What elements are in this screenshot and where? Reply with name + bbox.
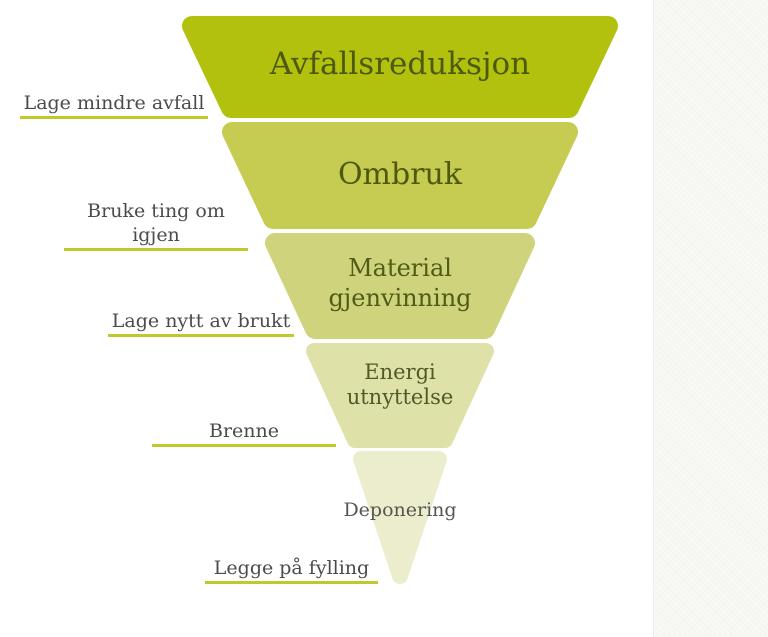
side-label-text: Lage mindre avfall xyxy=(23,92,205,114)
side-label-legge-pa-fylling: Legge på fylling xyxy=(205,556,378,584)
side-label-text: Bruke ting om igjen xyxy=(87,200,225,246)
funnel-segment-5-outline xyxy=(353,451,447,584)
funnel-segment-3-shape xyxy=(275,243,525,329)
funnel-segment-4-shape xyxy=(314,351,486,440)
side-label-text: Legge på fylling xyxy=(213,557,370,579)
funnel-segment-3-label: Material gjenvinning xyxy=(275,253,525,313)
funnel-segment-2-shape xyxy=(232,132,568,219)
funnel-segment-1-outline xyxy=(182,16,618,118)
funnel-segment-4-label-line2: utnyttelse xyxy=(346,385,454,409)
funnel-segment-5-label-line: Deponering xyxy=(343,499,457,521)
side-label-brenne: Brenne xyxy=(152,419,336,447)
funnel-segment-1-label: Avfallsreduksjon xyxy=(200,46,600,83)
funnel-segment-5-label: Deponering xyxy=(330,499,470,522)
side-label-text: Lage nytt av brukt xyxy=(111,310,291,332)
funnel-segment-3-label-line1: Material xyxy=(348,254,452,282)
right-paper-texture-band xyxy=(653,0,768,637)
funnel-segment-2-label: Ombruk xyxy=(230,157,570,193)
side-label-lage-mindre-avfall: Lage mindre avfall xyxy=(20,91,208,119)
funnel-segment-2-label-line: Ombruk xyxy=(337,157,463,192)
side-label-text: Brenne xyxy=(208,420,279,442)
funnel-segment-4-label-line1: Energi xyxy=(364,360,436,384)
funnel-segment-4-outline xyxy=(306,343,494,448)
side-label-bruke-ting-om-igjen: Bruke ting om igjen xyxy=(64,199,248,251)
funnel-segment-2-outline xyxy=(222,122,578,229)
funnel-segment-4-label: Energi utnyttelse xyxy=(315,360,485,410)
side-label-lage-nytt-av-brukt: Lage nytt av brukt xyxy=(108,309,294,337)
funnel-segment-1-label-line: Avfallsreduksjon xyxy=(269,46,531,82)
funnel-segment-5-shape xyxy=(361,459,439,576)
funnel-segment-3-label-line2: gjenvinning xyxy=(328,284,472,312)
funnel-segment-3-outline xyxy=(265,233,535,339)
funnel-segment-1-shape xyxy=(192,26,608,108)
